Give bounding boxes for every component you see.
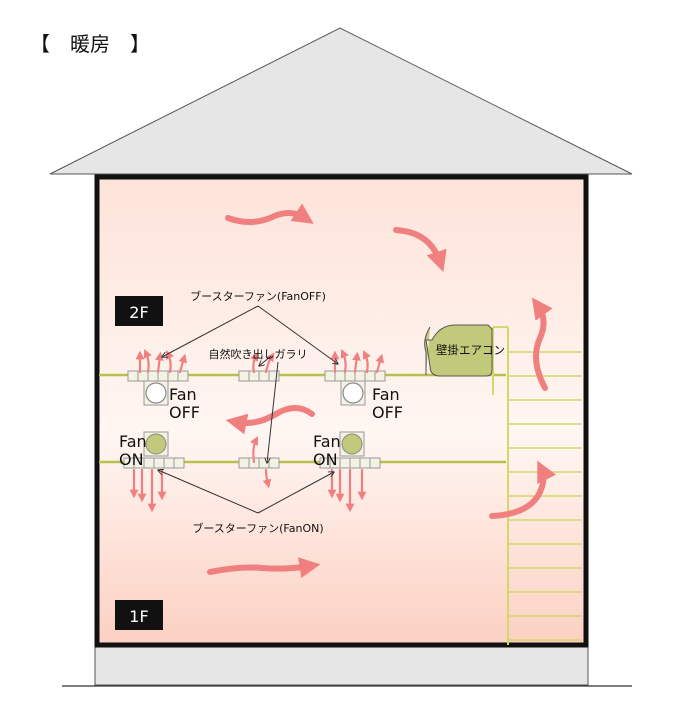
airflow-arrow-icon	[155, 351, 164, 374]
floor-label-1f: 1F	[129, 607, 148, 626]
wall-air-conditioner-icon: 壁掛エアコン	[424, 324, 505, 377]
booster-fan-icon	[342, 382, 364, 404]
fan-on-right-fan: Fan	[313, 432, 341, 451]
fan-off-left-off: OFF	[169, 403, 200, 422]
booster-fan-on-left	[123, 431, 185, 469]
fan-on-left-on: ON	[119, 450, 144, 469]
airflow-arrow-icon	[225, 203, 314, 225]
natural-grille-label: 自然吹き出しガラリ	[209, 347, 308, 361]
house-interior	[94, 174, 589, 648]
airflow-arrow-icon	[250, 352, 258, 374]
booster-fan-off-right	[324, 370, 386, 406]
callouts	[158, 305, 338, 514]
fan-on-right-on: ON	[313, 450, 338, 469]
airflow-arrow-icon	[178, 353, 188, 374]
floor-badge-1f	[115, 600, 163, 630]
airflow-arrow-icon	[143, 348, 152, 374]
airflow-arrow-icon	[531, 297, 553, 391]
fan-off-left-fan: Fan	[169, 385, 197, 404]
booster-fan-icon	[341, 433, 363, 455]
booster-fan-off-label: ブースターファン(FanOFF)	[190, 289, 326, 303]
booster-fan-icon	[145, 433, 167, 455]
booster-fan-on-label: ブースターファン(FanON)	[192, 521, 323, 535]
airflow-arrow-icon	[264, 352, 275, 374]
floor-badge-2f	[115, 296, 163, 326]
natural-grille-2f	[238, 370, 280, 382]
airflow-arrow-icon	[207, 557, 321, 579]
natural-grille-1f	[238, 457, 280, 469]
airflow-arrow-icon	[489, 460, 557, 519]
booster-fan-icon	[145, 382, 167, 404]
airflow-arrow-icon	[340, 348, 349, 374]
airflow-arrow-icon	[352, 351, 361, 374]
airflow-arrow-icon	[262, 468, 272, 489]
fan-off-right-off: OFF	[372, 403, 403, 422]
roof	[49, 27, 633, 175]
fan-off-right-fan: Fan	[372, 385, 400, 404]
airflow-arrow-icon	[375, 353, 385, 374]
page-title: 【 暖房 】	[30, 32, 150, 56]
staircase-icon	[492, 326, 582, 645]
booster-fan-on-right	[319, 431, 381, 469]
floor-label-2f: 2F	[129, 303, 148, 322]
airflow-arrow-icon	[166, 350, 174, 374]
fan-on-left-fan: Fan	[119, 432, 147, 451]
airflow-arrow-icon	[225, 405, 315, 435]
airflow-arrow-icon	[250, 436, 258, 464]
wall-ac-label: 壁掛エアコン	[436, 343, 505, 357]
airflow-arrow-icon	[393, 227, 447, 272]
foundation	[94, 644, 589, 686]
airflow-arrow-icon	[363, 350, 371, 374]
